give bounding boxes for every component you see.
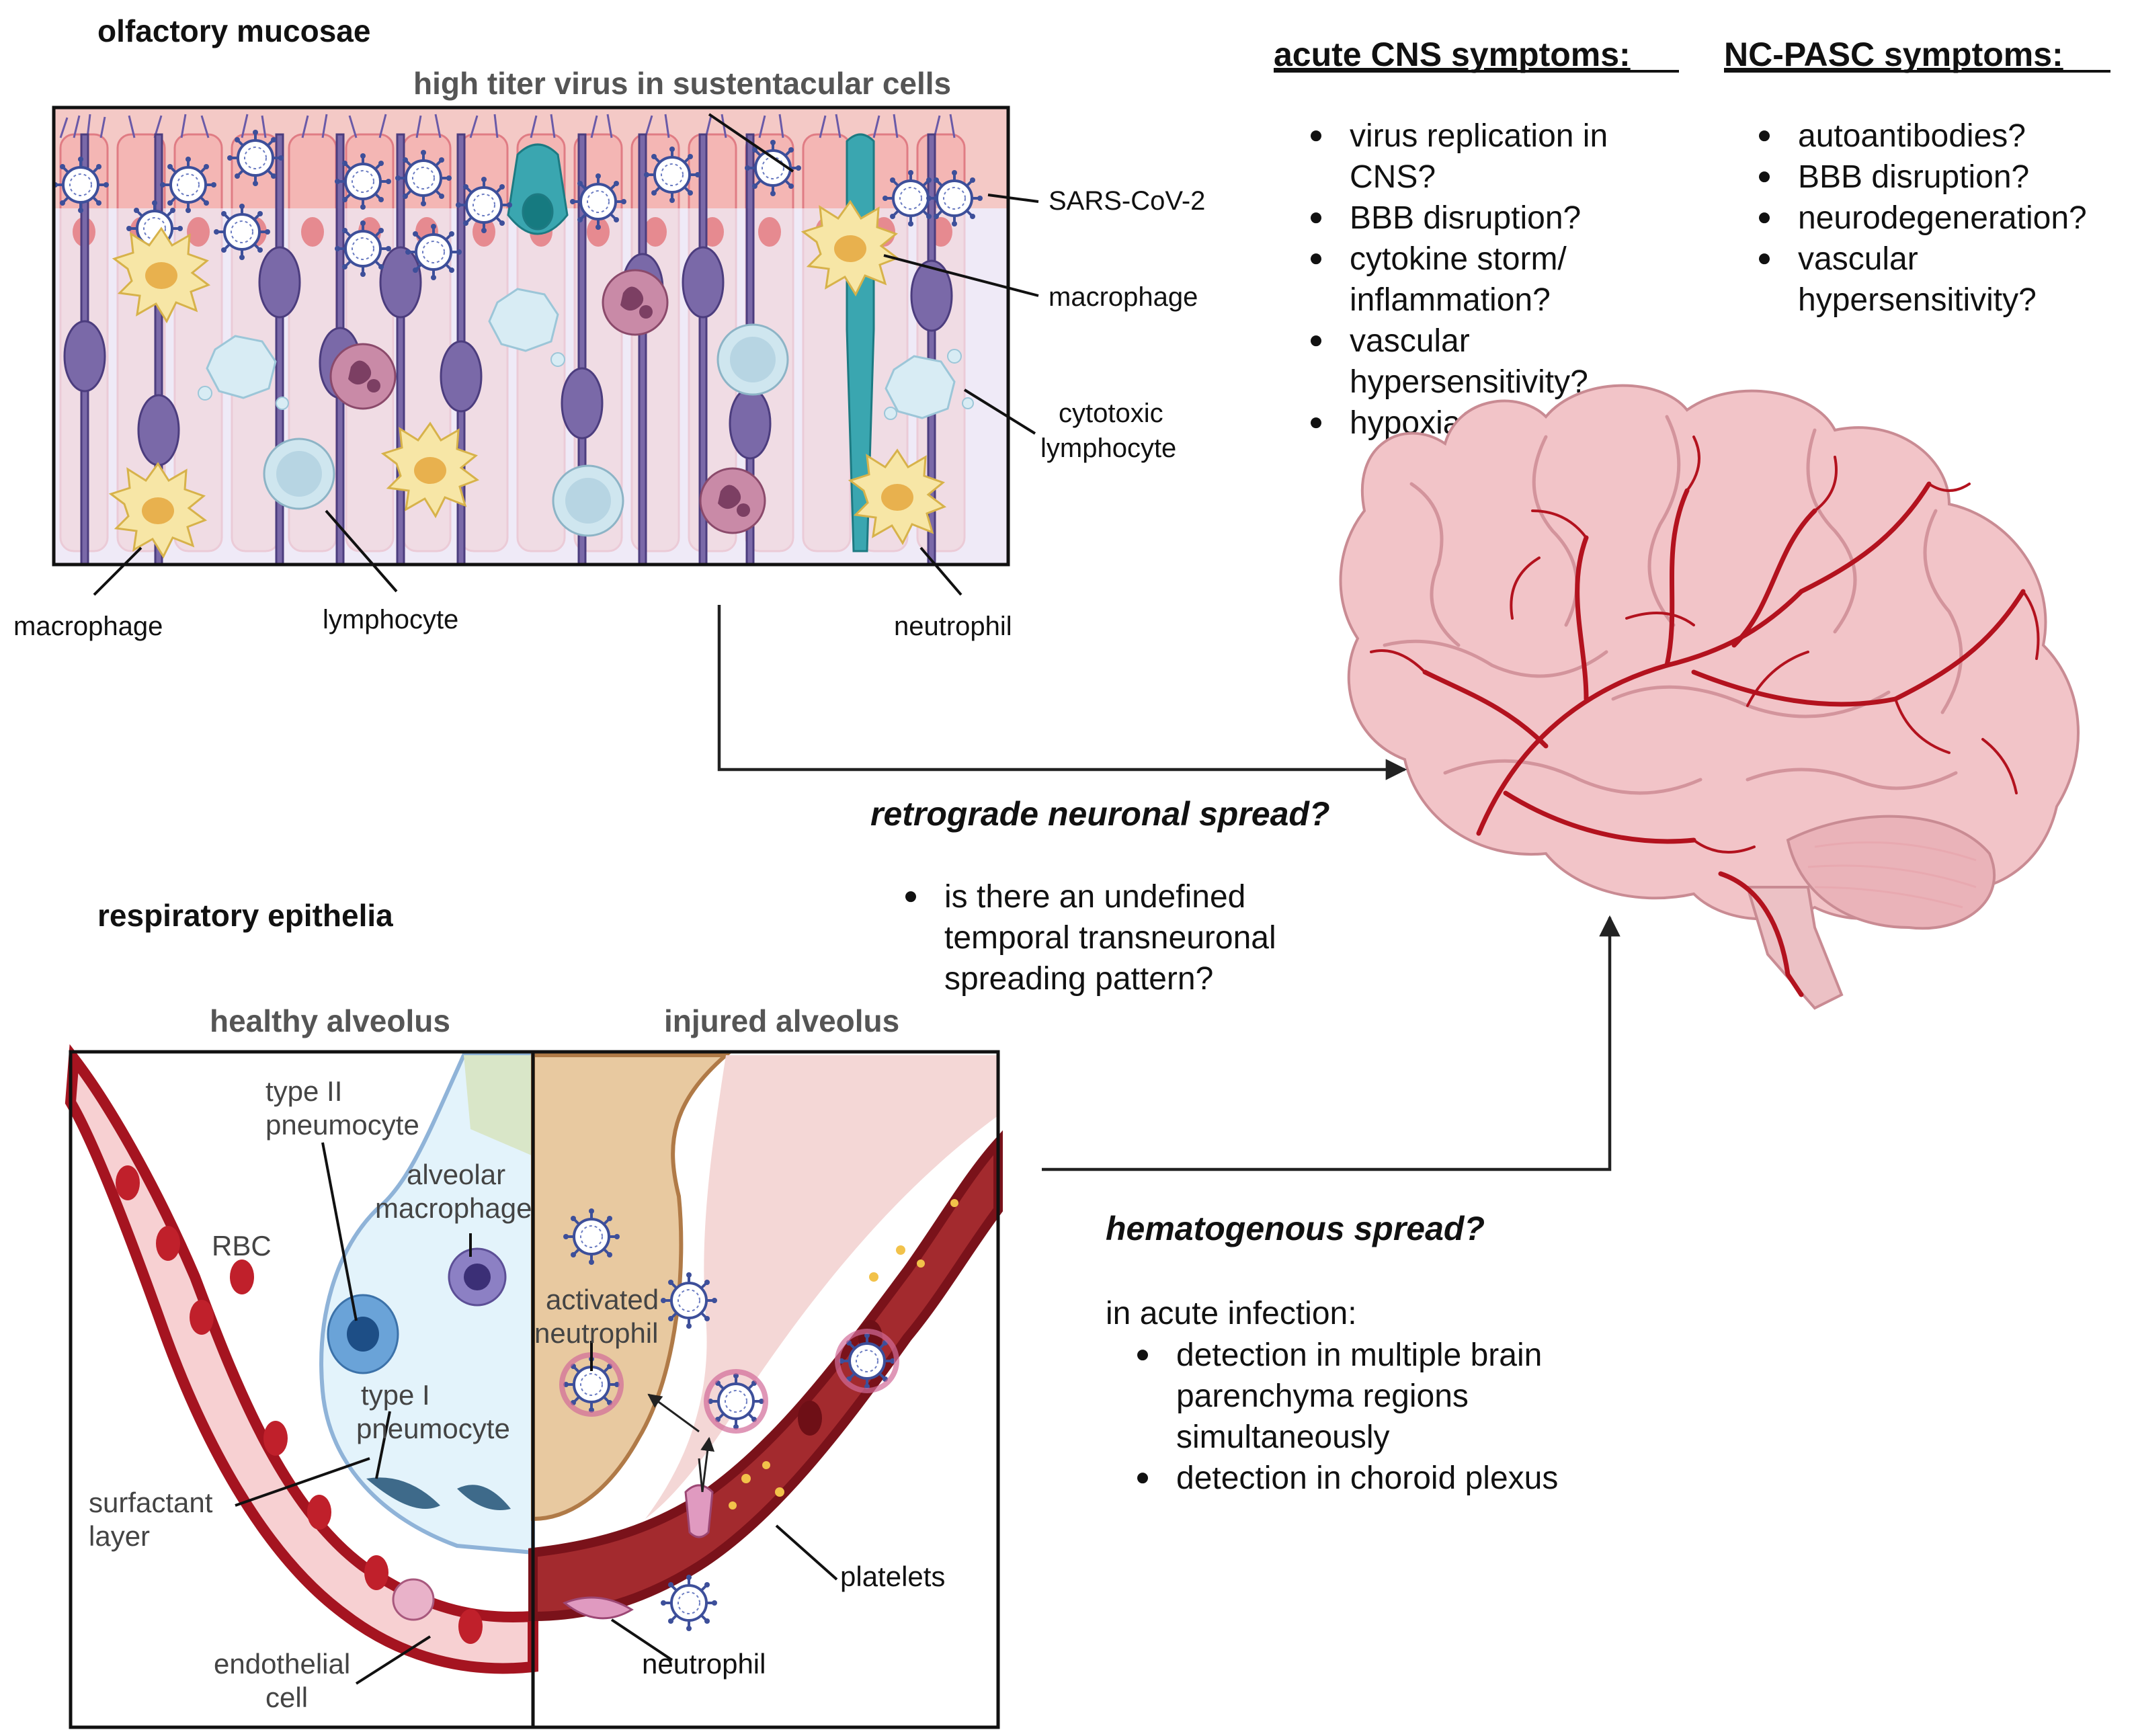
retrograde-heading: retrograde neuronal spread? xyxy=(870,795,1330,833)
olfactory-mucosa-illustration xyxy=(51,108,1008,566)
bullet-dot xyxy=(1311,335,1321,347)
alveolar-macrophage-label-line1: alveolar xyxy=(407,1159,505,1190)
bullet-text-line: BBB disruption? xyxy=(1350,200,1581,236)
bullet-text-line: vascular xyxy=(1798,241,1918,277)
bullet-text-line: parenchyma regions xyxy=(1176,1378,1469,1414)
respiratory-illustration xyxy=(65,1044,1003,1727)
acute-cns-heading: acute CNS symptoms: xyxy=(1274,36,1631,73)
activated-neutrophil-label-line1: activated xyxy=(546,1284,659,1315)
platelets-label: platelets xyxy=(840,1561,945,1592)
alveolar-macrophage-label-line2: macrophage xyxy=(375,1192,532,1224)
macrophage-right-label: macrophage xyxy=(1049,282,1198,312)
pasc-symptom-list: autoantibodies? BBB disruption? neurodegen… xyxy=(1759,118,2087,318)
bullet-text-line: temporal transneuronal xyxy=(944,920,1276,956)
rbc-label: RBC xyxy=(212,1230,272,1262)
type1-label-line2: pneumocyte xyxy=(356,1413,510,1444)
hematogenous-evidence-list: detection in multiple brain parenchyma re… xyxy=(1137,1337,1558,1496)
bullet-dot xyxy=(1311,417,1321,429)
bullet-dot xyxy=(1311,130,1321,142)
endothelial-label-line1: endothelial xyxy=(214,1648,350,1680)
endothelial-label-line2: cell xyxy=(265,1682,308,1713)
bullet-text-line: CNS? xyxy=(1350,159,1436,195)
type2-label-line2: pneumocyte xyxy=(265,1109,419,1141)
acute-symptom-list: virus replication in CNS? BBB disruption? c… xyxy=(1311,118,1608,441)
retrograde-arrow xyxy=(717,605,1407,780)
bullet-dot xyxy=(1311,212,1321,224)
type1-label-line1: type I xyxy=(361,1379,430,1411)
bullet-dot xyxy=(1137,1350,1148,1361)
respiratory-title: respiratory epithelia xyxy=(97,898,393,933)
healthy-alveolus-title: healthy alveolus xyxy=(210,1003,450,1038)
bullet-text-line: hypersensitivity? xyxy=(1350,364,1588,400)
bullet-dot xyxy=(1137,1473,1148,1484)
cytotoxic-label-line1: cytotoxic xyxy=(1059,399,1163,428)
bullet-text-line: vascular xyxy=(1350,323,1470,359)
hematogenous-heading: hematogenous spread? xyxy=(1106,1210,1485,1247)
bullet-dot xyxy=(1759,212,1770,224)
surfactant-label-line1: surfactant xyxy=(89,1487,213,1518)
bullet-text-line: virus replication in xyxy=(1350,118,1608,154)
bullet-text-line: neurodegeneration? xyxy=(1798,200,2087,236)
cytotoxic-label-line2: lymphocyte xyxy=(1040,433,1176,463)
type2-label-line1: type II xyxy=(265,1075,342,1107)
virus-caption: high titer virus in sustentacular cells xyxy=(413,66,951,101)
brain-illustration xyxy=(1339,384,2080,1010)
bullet-dot xyxy=(1759,130,1770,142)
injured-alveolus-title: injured alveolus xyxy=(664,1003,899,1038)
bullet-text-line: hypersensitivity? xyxy=(1798,282,2037,318)
olfactory-leaders xyxy=(93,113,1039,596)
hematogenous-intro: in acute infection: xyxy=(1106,1296,1357,1331)
olfactory-title: olfactory mucosae xyxy=(97,13,370,48)
pasc-heading: NC-PASC symptoms: xyxy=(1724,36,2063,73)
lymphocyte-label: lymphocyte xyxy=(323,605,458,634)
respiratory-leaders xyxy=(235,1142,838,1685)
bullet-text-line: simultaneously xyxy=(1176,1419,1389,1455)
bullet-text-line: detection in multiple brain xyxy=(1176,1337,1542,1373)
bullet-text-line: inflammation? xyxy=(1350,282,1551,318)
bullet-dot xyxy=(1759,171,1770,183)
bullet-text-line: spreading pattern? xyxy=(944,961,1213,997)
sars-cov-2-label: SARS-CoV-2 xyxy=(1049,186,1205,216)
hematogenous-arrow xyxy=(1042,915,1620,1171)
neutrophil-label-top: neutrophil xyxy=(894,612,1012,641)
bullet-text-line: cytokine storm/ xyxy=(1350,241,1567,277)
neutrophil-label-bottom: neutrophil xyxy=(642,1648,766,1680)
bullet-text-line: BBB disruption? xyxy=(1798,159,2029,195)
retrograde-question-list: is there an undefined temporal transneuro… xyxy=(905,879,1276,997)
bullet-dot xyxy=(1311,253,1321,265)
injured-alveolus-frame xyxy=(531,1050,1000,1729)
bullet-text-line: is there an undefined xyxy=(944,879,1245,915)
surfactant-label-line2: layer xyxy=(89,1520,150,1552)
activated-neutrophil-label-line2: neutrophil xyxy=(534,1317,658,1349)
macrophage-left-label: macrophage xyxy=(13,612,163,641)
bullet-dot xyxy=(1759,253,1770,265)
bullet-text-line: detection in choroid plexus xyxy=(1176,1460,1558,1496)
bullet-dot xyxy=(905,891,916,903)
olfactory-frame xyxy=(52,106,1010,567)
bullet-text-line: autoantibodies? xyxy=(1798,118,2026,154)
